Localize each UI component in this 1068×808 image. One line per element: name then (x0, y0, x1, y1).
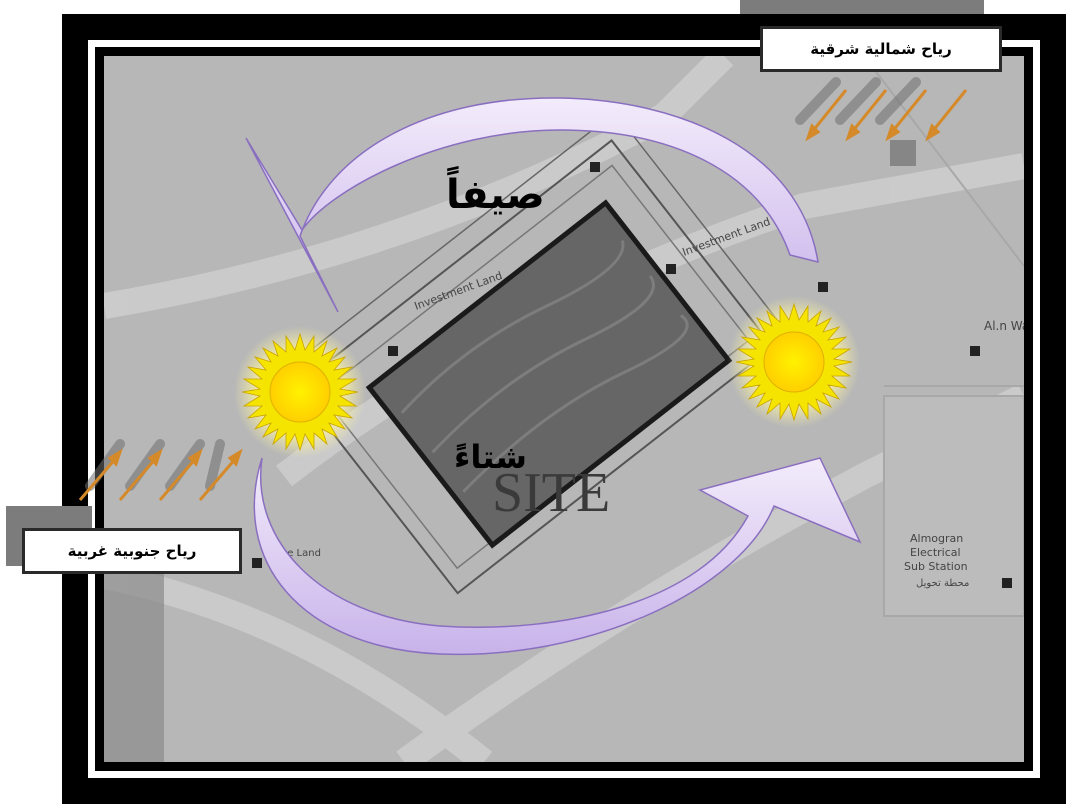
southwest-wind-label: رياح جنوبية غربية (22, 528, 242, 574)
northeast-wind-label: رياح شمالية شرقية (760, 26, 1002, 72)
southwest-wind-arrows (80, 444, 240, 500)
sun-icon (234, 326, 366, 458)
northeast-wind-arrows (800, 82, 966, 166)
sun-icon (728, 296, 860, 428)
summer-label: صيفاً (446, 172, 545, 218)
winter-arrow (254, 458, 860, 654)
winter-label: شتاءً (454, 438, 527, 476)
